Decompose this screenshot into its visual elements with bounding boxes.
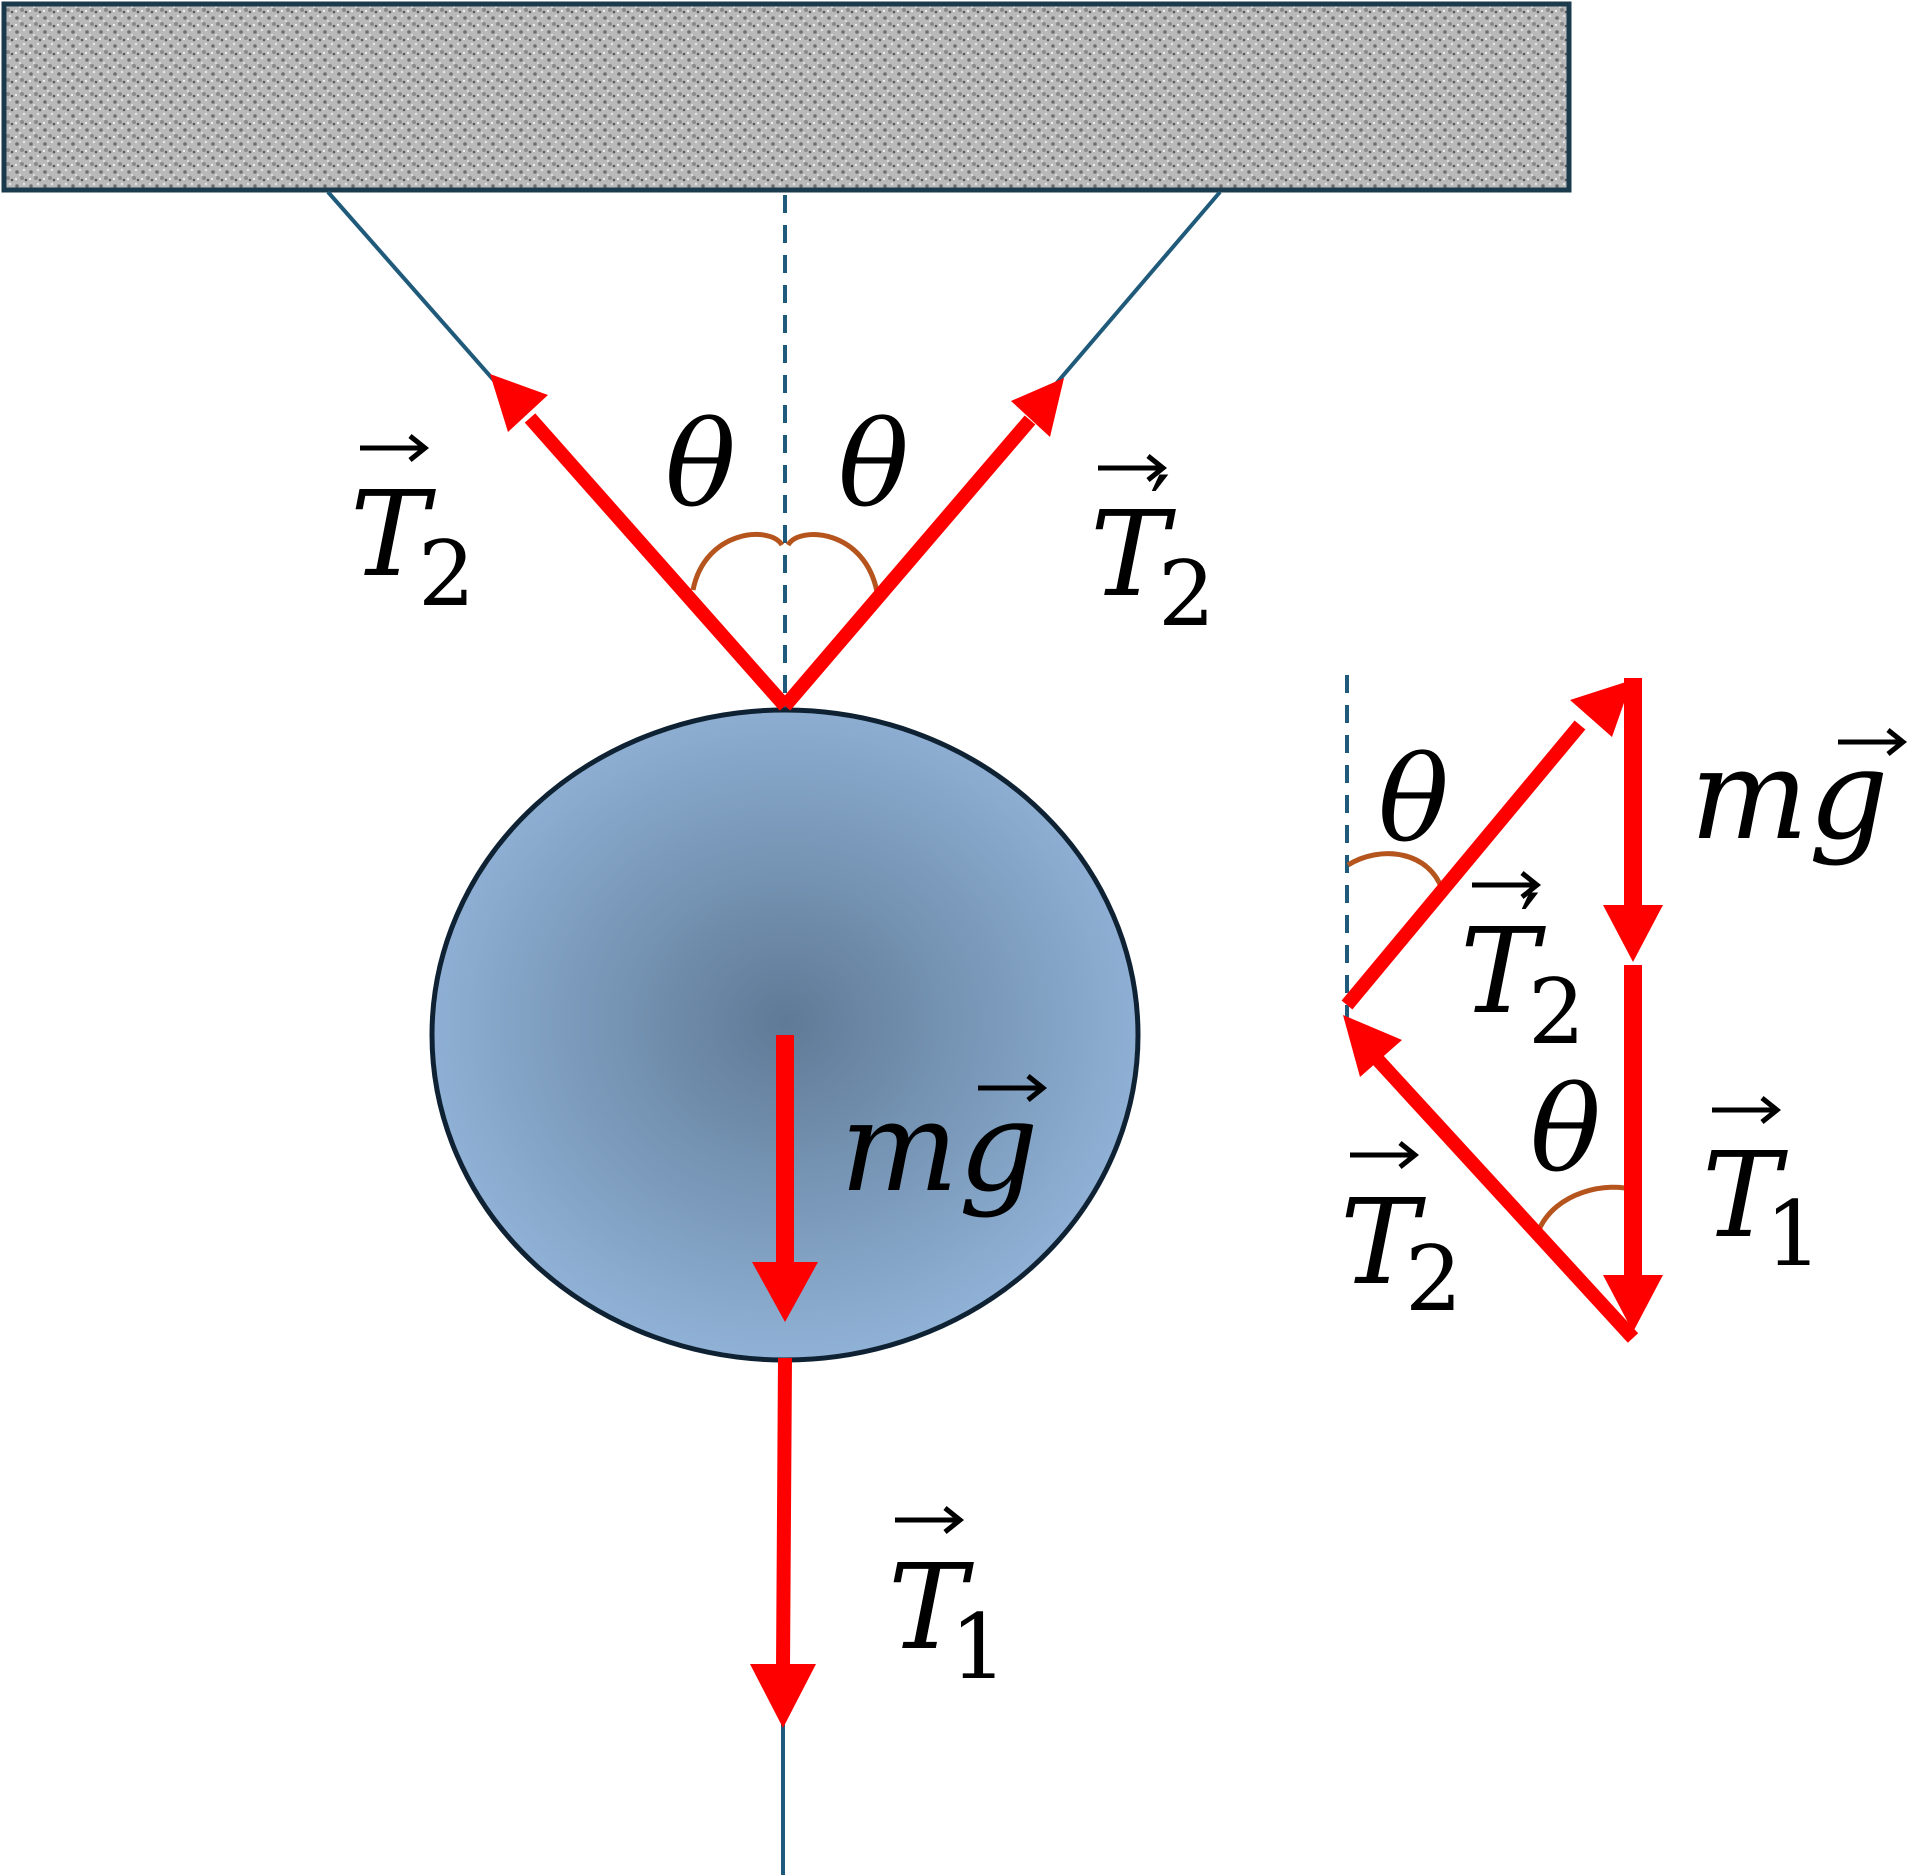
- triangle-t2-label: T 2: [1340, 1141, 1462, 1332]
- t1-label: T 1: [888, 1506, 1007, 1700]
- theta-arc-right: [785, 532, 880, 593]
- triangle-t2-arrow: [1343, 1015, 1639, 1343]
- svg-text:1: 1: [950, 1595, 1007, 1700]
- svg-text:T: T: [1340, 1173, 1426, 1311]
- mg-label: mg: [840, 1074, 1048, 1220]
- svg-text:2: 2: [1158, 542, 1215, 647]
- t2-prime-vector-arrow: [779, 378, 1064, 711]
- vector-arrow-accent-icon: [1098, 454, 1168, 482]
- triangle-mg-label: mg: [1690, 723, 1907, 868]
- left-rope: [326, 190, 500, 387]
- svg-text:2: 2: [1405, 1227, 1462, 1332]
- right-rope: [1053, 190, 1222, 387]
- triangle-t2-prime-arrow: [1341, 680, 1632, 1010]
- t2-vector-arrow: [490, 374, 791, 711]
- svg-text:T: T: [1460, 902, 1546, 1040]
- theta-right-label: θ: [838, 395, 909, 533]
- triangle-t1-arrow: [1603, 965, 1663, 1332]
- triangle-theta-bottom-label: θ: [1530, 1060, 1601, 1198]
- t2-label: T 2: [350, 434, 475, 627]
- triangle-theta-top-label: θ: [1378, 730, 1449, 868]
- triangle-theta-arc-top: [1346, 851, 1446, 893]
- svg-text:′: ′: [1150, 457, 1170, 562]
- svg-text:1: 1: [1765, 1182, 1822, 1287]
- svg-text:T: T: [1702, 1126, 1788, 1264]
- triangle-t1-label: T 1: [1702, 1096, 1822, 1287]
- svg-text:mg: mg: [1690, 723, 1889, 868]
- vector-arrow-accent-icon: [1838, 728, 1907, 756]
- svg-text:2: 2: [418, 522, 475, 627]
- mg-vector-arrow: [752, 1035, 818, 1322]
- t1-vector-arrow: [750, 1357, 816, 1728]
- vector-arrow-accent-icon: [1350, 1141, 1420, 1169]
- triangle-t2-prime-label: T ′ 2: [1460, 871, 1585, 1065]
- ceiling-block: [1, 1, 1572, 193]
- triangle-mg-arrow: [1603, 678, 1663, 962]
- vector-arrow-accent-icon: [1472, 871, 1542, 899]
- vector-arrow-accent-icon: [895, 1506, 965, 1534]
- theta-arc-left: [690, 532, 785, 591]
- svg-text:′: ′: [1520, 875, 1540, 980]
- svg-text:T: T: [350, 465, 436, 603]
- vector-arrow-accent-icon: [978, 1074, 1048, 1102]
- svg-text:T: T: [888, 1538, 974, 1676]
- svg-text:2: 2: [1528, 960, 1585, 1065]
- vector-arrow-accent-icon: [360, 434, 430, 462]
- t2-prime-label: T ′ 2: [1090, 454, 1215, 647]
- theta-left-label: θ: [665, 395, 736, 533]
- svg-text:mg: mg: [840, 1075, 1039, 1220]
- svg-text:T: T: [1090, 485, 1176, 623]
- vector-arrow-accent-icon: [1712, 1096, 1782, 1124]
